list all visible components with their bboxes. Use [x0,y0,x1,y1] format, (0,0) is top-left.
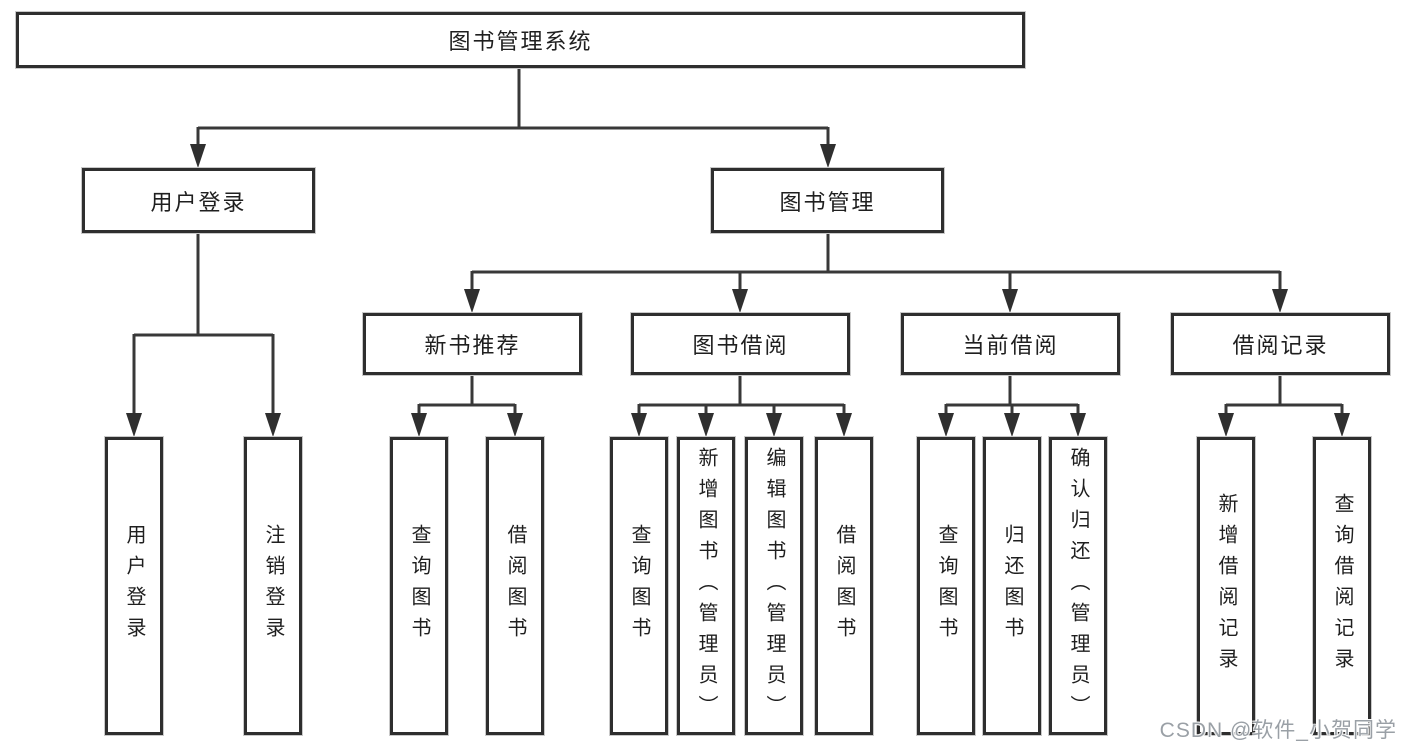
leaf-query-book-current: 查询图书 [917,437,975,735]
node-user-login-label: 用户登录 [150,189,247,215]
leaf-edit-book-admin: 编辑图书（管理员） [745,437,803,735]
leaf-add-book-admin-label: 新增图书（管理员） [695,446,717,726]
leaf-edit-book-admin-label: 编辑图书（管理员） [763,446,785,726]
edge-user-login-to-leaves [126,233,281,437]
leaf-add-borrow-record-label: 新增借阅记录 [1215,493,1237,679]
watermark-text: CSDN @软件_小贺同学 [1159,719,1397,742]
leaf-query-book-borrow-label: 查询图书 [628,524,650,648]
node-user-login: 用户登录 [82,168,315,233]
node-current-borrow: 当前借阅 [901,313,1120,375]
node-borrow-record: 借阅记录 [1171,313,1390,375]
leaf-add-borrow-record: 新增借阅记录 [1197,437,1255,735]
leaf-query-book-current-label: 查询图书 [935,524,957,648]
leaf-user-login-label: 用户登录 [123,524,145,648]
node-root: 图书管理系统 [16,12,1025,68]
leaf-query-book-recommend-label: 查询图书 [408,524,430,648]
leaf-borrow-book-recommend-label: 借阅图书 [504,524,526,648]
leaf-return-book-label: 归还图书 [1001,524,1023,648]
leaf-return-book: 归还图书 [983,437,1041,735]
watermark: CSDN @软件_小贺同学 [1160,714,1397,744]
leaf-borrow-book-label: 借阅图书 [833,524,855,648]
leaf-add-book-admin: 新增图书（管理员） [677,437,735,735]
edge-book-mgmt-to-groups [464,233,1288,313]
node-book-management: 图书管理 [711,168,944,233]
node-book-borrow: 图书借阅 [631,313,850,375]
edge-current-borrow-to-leaves [938,375,1086,437]
leaf-borrow-book-recommend: 借阅图书 [486,437,544,735]
leaf-confirm-return-admin-label: 确认归还（管理员） [1067,446,1089,726]
leaf-query-borrow-record: 查询借阅记录 [1313,437,1371,735]
node-borrow-record-label: 借阅记录 [1232,333,1329,358]
leaf-query-book-borrow: 查询图书 [610,437,668,735]
leaf-query-book-recommend: 查询图书 [390,437,448,735]
edge-new-book-rec-to-leaves [411,375,523,437]
leaf-user-login: 用户登录 [105,437,163,735]
node-new-book-recommend-label: 新书推荐 [424,333,521,358]
node-book-management-label: 图书管理 [779,189,876,215]
leaf-logout-label: 注销登录 [262,524,284,648]
leaf-query-borrow-record-label: 查询借阅记录 [1331,493,1353,679]
node-root-label: 图书管理系统 [448,29,593,54]
leaf-borrow-book: 借阅图书 [815,437,873,735]
node-current-borrow-label: 当前借阅 [962,333,1059,358]
leaf-confirm-return-admin: 确认归还（管理员） [1049,437,1107,735]
edge-borrow-record-to-leaves [1218,375,1350,437]
edge-book-borrow-to-leaves [631,375,852,437]
node-book-borrow-label: 图书借阅 [692,333,789,358]
node-new-book-recommend: 新书推荐 [363,313,582,375]
leaf-logout: 注销登录 [244,437,302,735]
edge-root-to-branches [190,67,836,168]
